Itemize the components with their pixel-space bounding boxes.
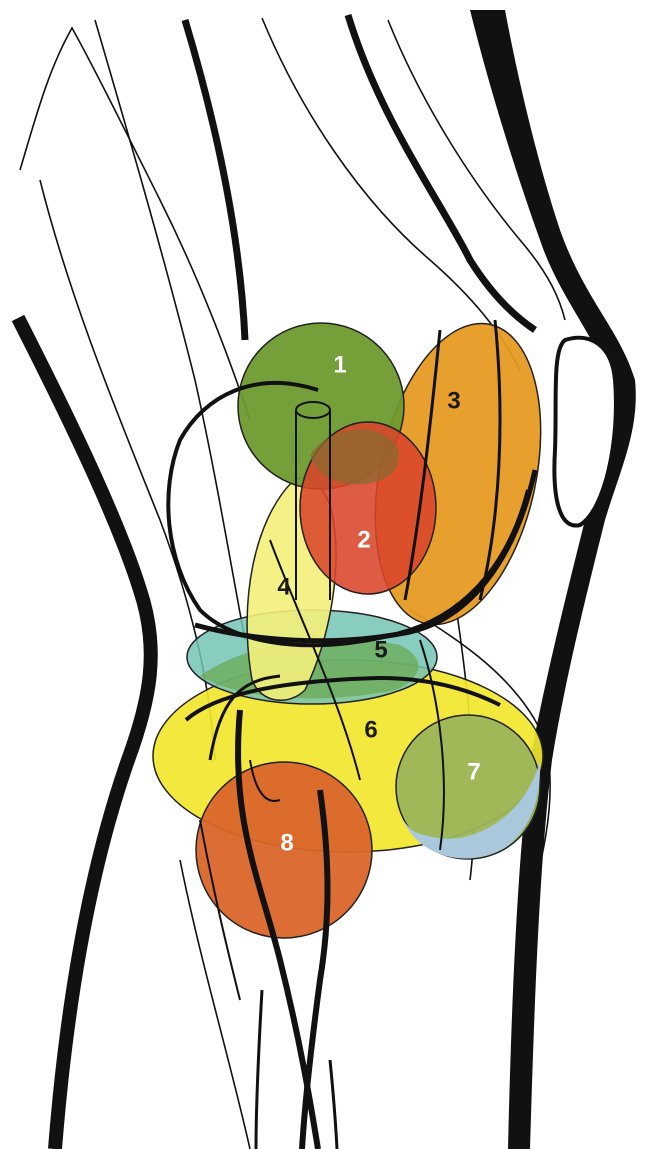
thin-line-3	[262, 18, 520, 370]
zone-4-label: 4	[277, 573, 291, 600]
zone-3-label: 3	[447, 387, 460, 414]
zone-6-label: 6	[364, 716, 377, 743]
zone-8-label: 8	[280, 829, 293, 856]
zone-7-label: 7	[467, 758, 480, 785]
thin-line-5	[40, 180, 215, 760]
thin-line-1	[20, 28, 250, 420]
tendon-line-4	[330, 1060, 337, 1149]
tendon-line-3	[256, 990, 262, 1149]
zone-5-label: 5	[374, 636, 387, 663]
femur-line-left	[185, 20, 245, 340]
left-leg-contour	[18, 318, 151, 1149]
zone-2-label: 2	[357, 526, 370, 553]
zone-1-label: 1	[333, 351, 346, 378]
